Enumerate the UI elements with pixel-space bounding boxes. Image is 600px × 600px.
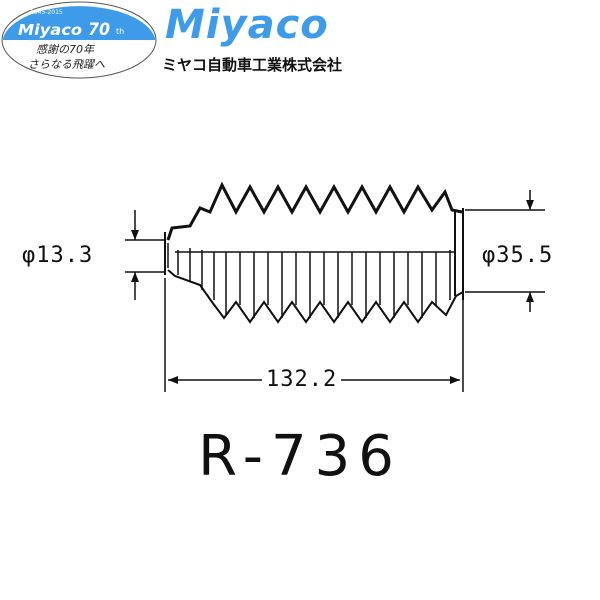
logo-suffix: th xyxy=(116,27,124,36)
boot-outline-top xyxy=(166,181,463,241)
boot-ends xyxy=(164,208,464,300)
brand-name: Miyaco xyxy=(165,2,329,48)
boot-outline-bottom xyxy=(167,269,464,324)
length-label: 132.2 xyxy=(262,367,342,393)
dimension-lines xyxy=(125,190,545,392)
boot-grooves xyxy=(167,243,455,318)
logo-years: 1945-2015 xyxy=(30,9,63,16)
logo-tagline-1: 感謝の70年 xyxy=(36,43,95,56)
logo-tagline-2: さらなる飛躍へ xyxy=(28,58,105,71)
logo-anniv: 70 xyxy=(88,20,110,40)
anniversary-logo: 1945-2015 Miyaco 70 th 感謝の70年 さらなる飛躍へ xyxy=(1,1,157,79)
small-diameter-label: φ13.3 xyxy=(22,243,94,269)
large-diameter-label: φ35.5 xyxy=(482,243,554,269)
company-name: ミヤコ自動車工業株式会社 xyxy=(162,56,343,74)
logo-name: Miyaco xyxy=(18,21,82,39)
part-number: R-736 xyxy=(198,424,402,489)
